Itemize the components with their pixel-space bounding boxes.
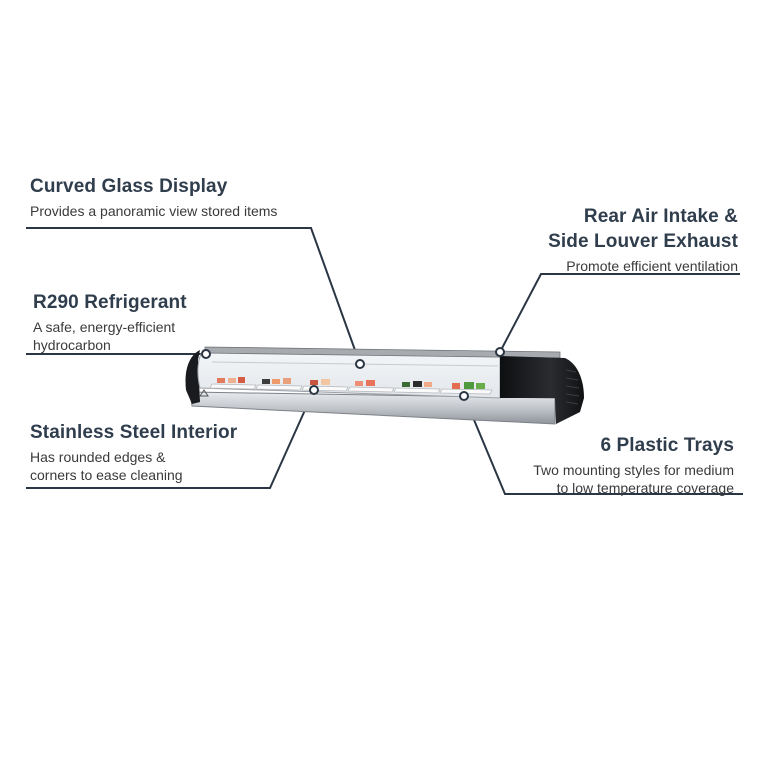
- callout-rear-air: Rear Air Intake & Side Louver Exhaust Pr…: [548, 204, 738, 275]
- callout-title: Curved Glass Display: [30, 176, 228, 197]
- marker-stainless: [309, 385, 319, 395]
- callout-r290: R290 Refrigerant A safe, energy-efficien…: [33, 290, 187, 354]
- callout-desc: Provides a panoramic view stored items: [30, 203, 278, 219]
- marker-r290: [201, 349, 211, 359]
- right-black-housing: [500, 356, 584, 424]
- callout-trays: 6 Plastic Trays Two mounting styles for …: [533, 433, 734, 497]
- leader-stainless: [26, 389, 315, 489]
- callout-title: Rear Air Intake & Side Louver Exhaust: [548, 204, 738, 254]
- desc-line: to low temperature coverage: [556, 480, 734, 496]
- leader-curved-glass: [26, 227, 361, 365]
- callout-title: 6 Plastic Trays: [600, 435, 734, 456]
- callout-desc: A safe, energy-efficient hydrocarbon: [33, 318, 187, 354]
- sushi-items: [217, 377, 485, 389]
- leader-trays: [463, 395, 743, 495]
- desc-line: A safe, energy-efficient: [33, 319, 176, 335]
- display-case: [185, 346, 584, 425]
- callout-stainless: Stainless Steel Interior Has rounded edg…: [30, 420, 237, 484]
- callout-title: Stainless Steel Interior: [30, 422, 238, 443]
- plastic-trays: [209, 383, 493, 395]
- louver-lines: [565, 369, 580, 405]
- title-line: Rear Air Intake &: [583, 206, 738, 227]
- left-end-cap: [185, 350, 200, 404]
- callout-title: R290 Refrigerant: [33, 292, 187, 313]
- marker-curved-glass: [355, 359, 365, 369]
- desc-line: hydrocarbon: [33, 337, 111, 353]
- title-line: Side Louver Exhaust: [548, 231, 738, 252]
- leader-lines: [26, 227, 743, 495]
- marker-trays: [459, 391, 469, 401]
- leader-rear-air: [499, 273, 740, 353]
- callout-markers: [201, 347, 505, 401]
- brand-logo-icon: [199, 389, 209, 397]
- desc-line: corners to ease cleaning: [30, 467, 183, 483]
- desc-line: Two mounting styles for medium: [533, 462, 734, 478]
- callout-desc: Two mounting styles for medium to low te…: [533, 461, 734, 497]
- callout-curved-glass: Curved Glass Display Provides a panorami…: [30, 174, 277, 220]
- desc-line: Has rounded edges &: [30, 449, 166, 465]
- callout-desc: Has rounded edges & corners to ease clea…: [30, 448, 237, 484]
- callout-desc: Promote efficient ventilation: [566, 258, 738, 274]
- marker-rear-air: [495, 347, 505, 357]
